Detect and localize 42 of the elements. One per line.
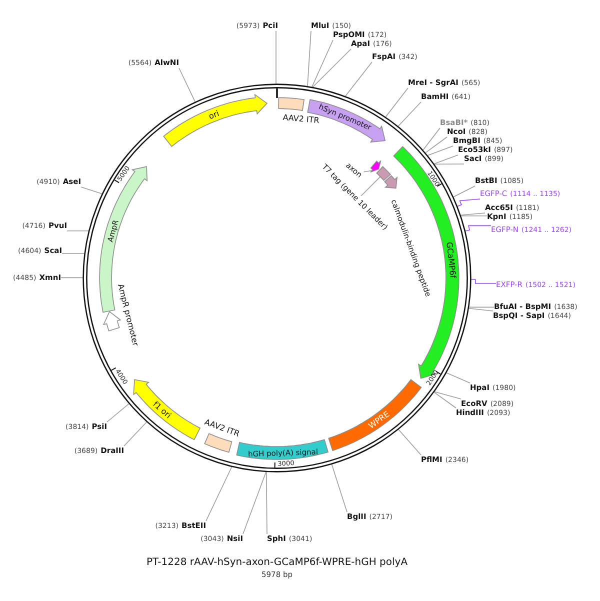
leader-line xyxy=(312,48,352,88)
leader-line xyxy=(468,306,494,308)
leader-line xyxy=(345,62,372,96)
feature-label: AAV2 ITR xyxy=(204,418,241,439)
leader-line xyxy=(427,146,454,156)
leader-line xyxy=(60,277,84,278)
leader-line xyxy=(206,466,232,522)
leader-line xyxy=(62,253,85,254)
feature-arc xyxy=(370,160,382,173)
leader-line xyxy=(453,186,476,198)
leader-line xyxy=(460,212,486,216)
feature-block xyxy=(376,166,391,182)
leader-line xyxy=(434,391,462,400)
diagram-title: PT-1228 rAAV-hSyn-axon-GCaMP6f-WPRE-hGH polyA xyxy=(146,557,408,569)
leader-line xyxy=(307,30,312,86)
leader-line xyxy=(434,392,456,408)
leader-line xyxy=(360,176,381,196)
leader-line xyxy=(434,154,458,164)
feature-label: AAV2 ITR xyxy=(282,112,320,125)
leader-line xyxy=(178,68,196,102)
leader-line xyxy=(398,429,422,456)
leader-line xyxy=(66,230,89,232)
feature-label: GCaMP6f xyxy=(444,241,458,278)
leader-line xyxy=(398,102,422,126)
leader-line xyxy=(106,403,130,422)
leader-line xyxy=(124,422,147,446)
leader-line xyxy=(465,225,492,232)
leader-line xyxy=(385,88,408,118)
feature-label: f1 ori xyxy=(151,400,173,420)
leader-line xyxy=(457,198,480,207)
leader-line xyxy=(312,40,334,88)
leader-line xyxy=(425,136,448,154)
feature-label: ori xyxy=(208,108,221,121)
leader-line xyxy=(266,472,268,534)
leader-line xyxy=(446,372,470,384)
leader-line xyxy=(363,170,374,172)
leader-line xyxy=(470,279,496,284)
leader-line xyxy=(468,308,494,312)
leader-line xyxy=(242,472,266,534)
leader-line xyxy=(80,186,102,194)
leader-line xyxy=(422,128,440,150)
leader-line xyxy=(331,464,348,512)
